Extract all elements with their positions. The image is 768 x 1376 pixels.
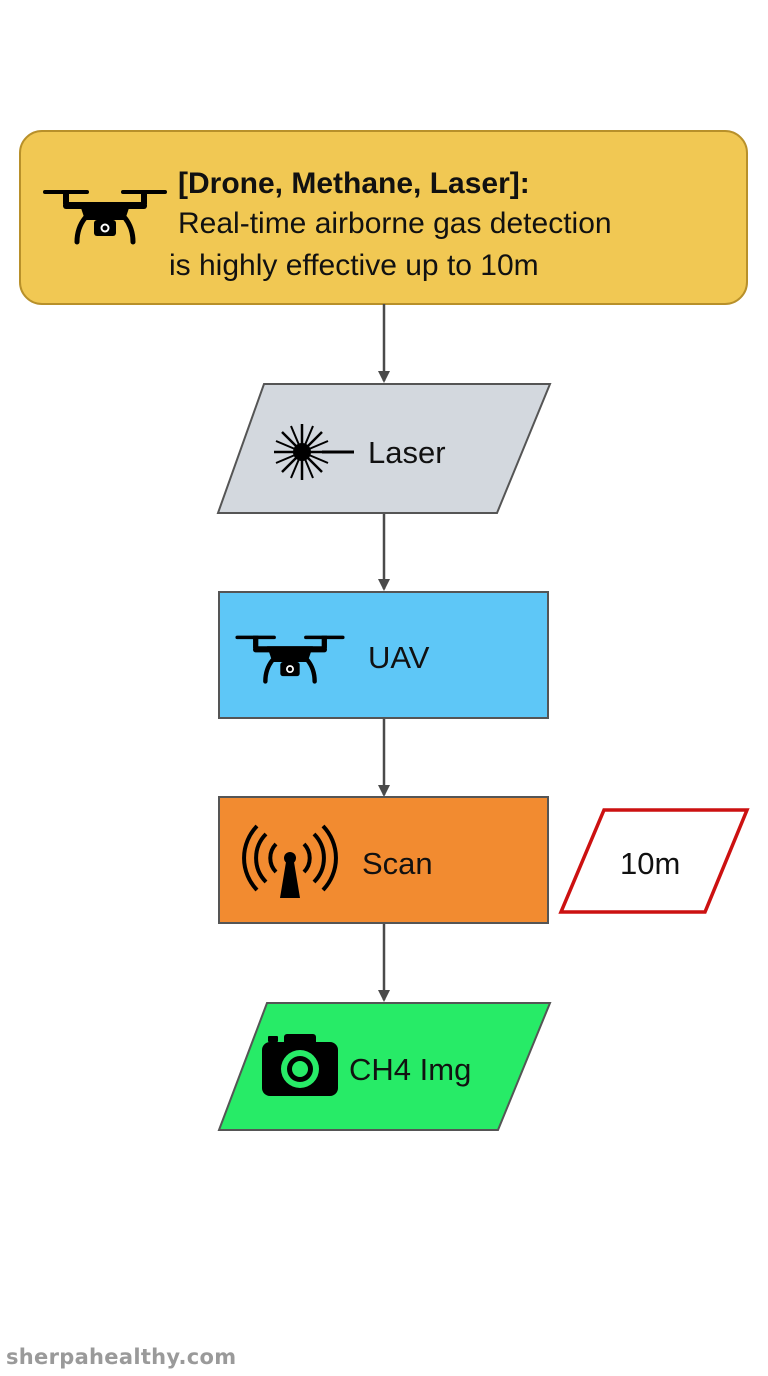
node-scan: Scan — [218, 796, 549, 924]
camera-icon — [262, 1034, 338, 1096]
scan-label: Scan — [362, 846, 433, 881]
node-ch4-img: CH4 Img — [217, 1002, 552, 1131]
antenna-signal-icon — [242, 824, 338, 898]
uav-label: UAV — [368, 640, 430, 675]
header-line-2: is highly effective up to 10m — [169, 249, 539, 282]
node-range: 10m — [558, 808, 750, 914]
header-line-1: Real-time airborne gas detection — [178, 207, 612, 240]
laser-label: Laser — [368, 435, 446, 470]
header-box: [Drone, Methane, Laser]: Real-time airbo… — [19, 130, 748, 305]
node-laser: Laser — [216, 383, 552, 514]
ch4-label: CH4 Img — [349, 1052, 471, 1087]
node-uav: UAV — [218, 591, 549, 719]
header-title: [Drone, Methane, Laser]: — [178, 167, 530, 200]
range-label: 10m — [620, 846, 680, 881]
laser-icon — [274, 424, 354, 480]
watermark: sherpahealthy.com — [6, 1345, 237, 1369]
